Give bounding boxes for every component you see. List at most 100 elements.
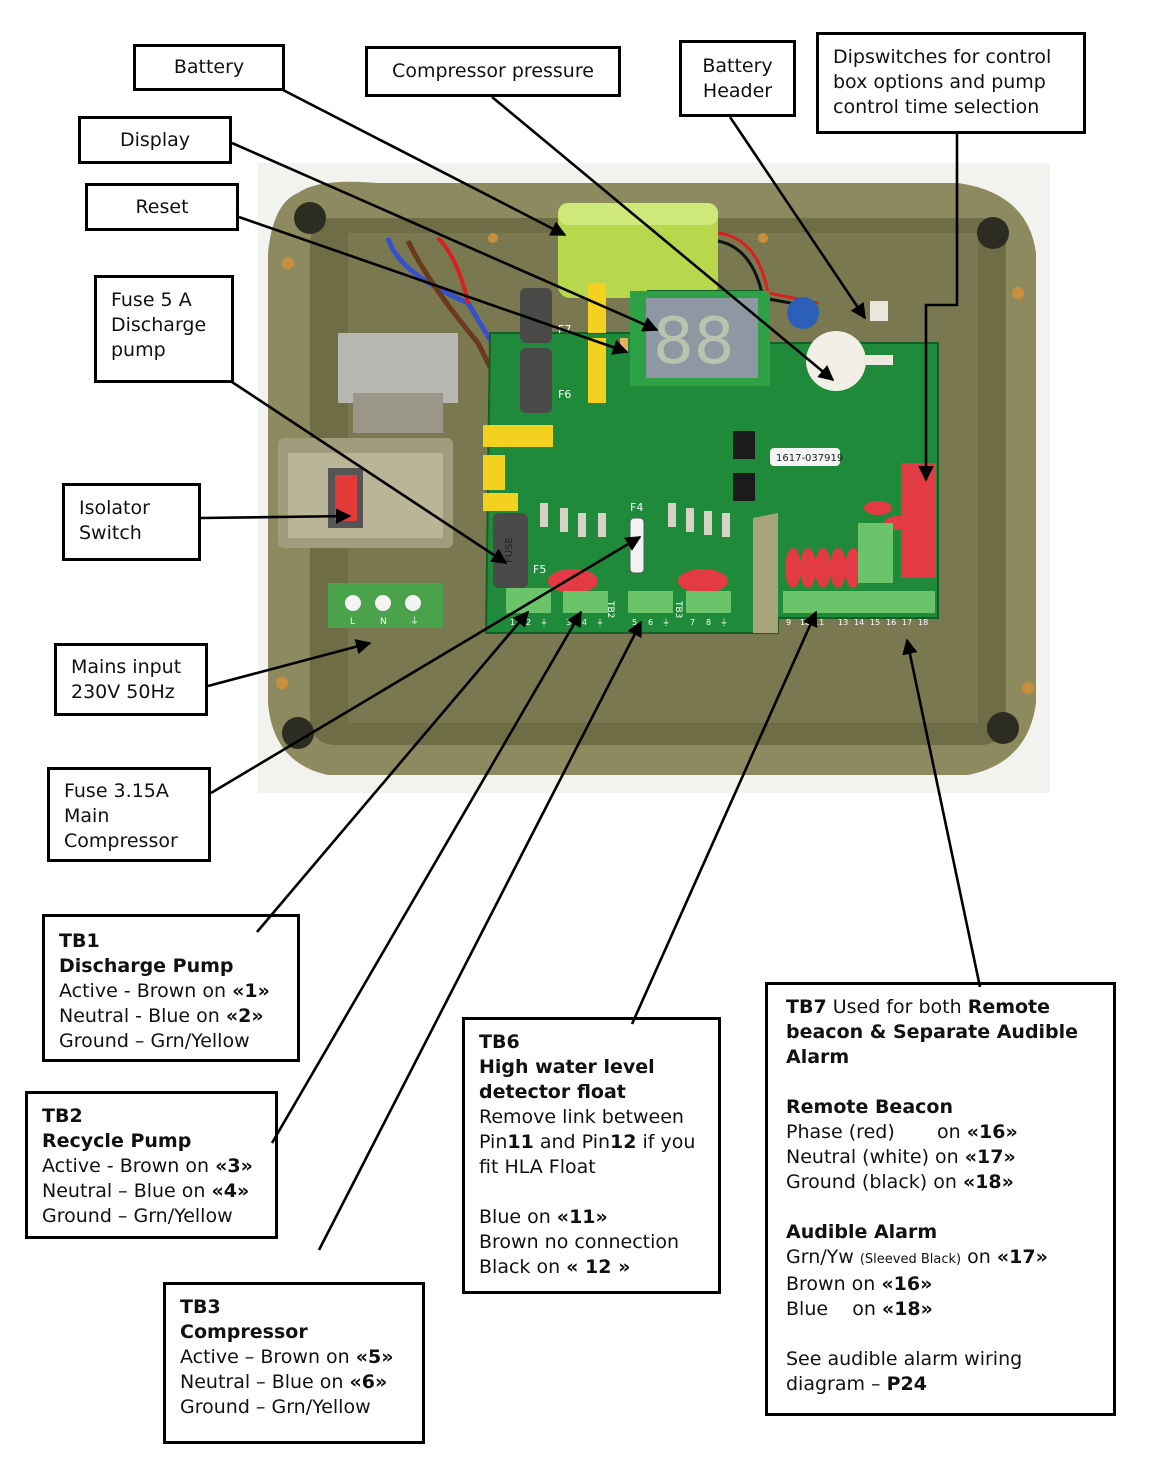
tb6-remove-line-3: fit HLA Float: [479, 1156, 596, 1178]
callout-fuse-315a-line-2: Main: [64, 805, 110, 827]
tb7-terminal-number: 14: [854, 618, 864, 627]
callout-display: Display: [78, 116, 232, 164]
terminal-number: 8: [706, 618, 711, 627]
tb7-terminal-number: 15: [870, 618, 880, 627]
tb6-line-blue: Blue on «11»: [479, 1206, 608, 1228]
tb2-line-ground: Ground – Grn/Yellow: [42, 1205, 233, 1227]
tb3-line-active: Active – Brown on «5»: [180, 1346, 394, 1368]
tb2-id: TB2: [42, 1105, 83, 1127]
display-digits: 88: [653, 305, 734, 379]
pcb-serial-number: 1617-037919: [776, 453, 843, 464]
fuse-f5-word: FUSE: [504, 537, 515, 563]
tb7-page-ref: P24: [886, 1373, 927, 1395]
resistors: [540, 503, 730, 537]
tb1-line-ground: Ground – Grn/Yellow: [59, 1030, 250, 1052]
tb2-pcb-label: TB2: [605, 600, 615, 618]
callout-compressor-pressure: Compressor pressure: [365, 46, 621, 97]
callout-dipswitches-line-2: box options and pump: [833, 71, 1046, 93]
callout-fuse-5a-line-3: pump: [111, 339, 166, 361]
tb7-terminal-number: 9: [786, 618, 791, 627]
callout-isolator-line-2: Switch: [79, 522, 142, 544]
callout-battery: Battery: [133, 44, 285, 91]
callout-battery-header: Battery Header: [679, 40, 796, 117]
terminal-number: 1: [510, 618, 515, 627]
callout-mains-line-1: Mains input: [71, 656, 182, 678]
tb7-see-line-2: diagram – P24: [786, 1373, 927, 1395]
tb1-line-neutral: Neutral - Blue on «2»: [59, 1005, 264, 1027]
callout-fuse-315a-line-3: Compressor: [64, 830, 178, 852]
fuse-f4: [629, 517, 645, 574]
tb7-terminal-number: 18: [918, 618, 928, 627]
tb1-line-active: Active - Brown on «1»: [59, 980, 270, 1002]
callout-battery-header-line-2: Header: [702, 79, 773, 102]
tb7-terminal-number: 13: [838, 618, 848, 627]
terminal-number: 4: [582, 618, 587, 627]
tb7-intro-line-2: beacon & Separate Audible: [786, 1021, 1079, 1043]
tb7-terminal-number: 11: [814, 618, 824, 627]
tb7-audible-alarm-title: Audible Alarm: [786, 1221, 938, 1243]
tb6-line-brown: Brown no connection: [479, 1231, 680, 1253]
terminal-number: ⏚: [662, 618, 670, 627]
callout-battery-header-line-1: Battery: [702, 54, 773, 77]
tb7-beacon-neutral: Neutral (white) on «17»: [786, 1146, 1016, 1168]
tb6-remove-line-2: Pin11 and Pin12 if you: [479, 1131, 696, 1153]
tb7-see-line-1: See audible alarm wiring: [786, 1348, 1023, 1370]
tb3-line-ground: Ground – Grn/Yellow: [180, 1396, 371, 1418]
callout-fuse-5a-line-2: Discharge: [111, 314, 207, 336]
terminal-number: ⏚: [596, 618, 604, 627]
display-module: 88: [630, 291, 770, 386]
callout-isolator-line-1: Isolator: [79, 497, 150, 519]
tb7-alarm-brown: Brown on «16»: [786, 1273, 933, 1295]
fuse-f4-label: F4: [630, 501, 643, 514]
callout-mains-line-2: 230V 50Hz: [71, 681, 175, 703]
tb7-info-box: TB7 Used for both Remote beacon & Separa…: [765, 982, 1116, 1416]
tb7-beacon-phase: Phase (red) on «16»: [786, 1121, 1018, 1143]
callout-isolator-switch: Isolator Switch: [62, 483, 201, 561]
tb3-pcb-label: TB3: [673, 600, 683, 618]
tb2-line-active: Active - Brown on «3»: [42, 1155, 253, 1177]
terminal-number: 2: [526, 618, 531, 627]
tb7-terminal-number: 17: [902, 618, 912, 627]
terminal-number: 7: [690, 618, 695, 627]
tb1-info-box: TB1 Discharge Pump Active - Brown on «1»…: [42, 914, 300, 1062]
callout-fuse-5a: Fuse 5 A Discharge pump: [94, 275, 234, 383]
callout-reset: Reset: [85, 183, 239, 231]
callout-mains-input: Mains input 230V 50Hz: [54, 643, 208, 716]
tb6-title-line-2: detector float: [479, 1081, 626, 1103]
mains-terminal-label-l: L: [350, 617, 355, 627]
tb3-title: Compressor: [180, 1321, 308, 1343]
terminal-number: 3: [566, 618, 571, 627]
callout-battery-label: Battery: [173, 56, 245, 78]
compressor-pressure-sensor: [806, 331, 866, 391]
callout-dipswitches-line-1: Dipswitches for control: [833, 46, 1052, 68]
terminal-number: ⏚: [540, 618, 548, 627]
tb2-info-box: TB2 Recycle Pump Active - Brown on «3» N…: [25, 1091, 278, 1239]
tb7-terminal-number: 10: [800, 618, 810, 627]
tb7-remote-beacon-title: Remote Beacon: [786, 1096, 953, 1118]
tb7-alarm-grn-yw: Grn/Yw (Sleeved Black) on «17»: [786, 1246, 1048, 1268]
fuse-f7-label: F7: [558, 323, 571, 336]
tb1-title: Discharge Pump: [59, 955, 234, 977]
callout-reset-label: Reset: [135, 195, 189, 218]
callout-fuse-315a-line-1: Fuse 3.15A: [64, 780, 169, 802]
transformer: [338, 333, 458, 403]
tb7-intro-line-3: Alarm: [786, 1046, 850, 1068]
tb6-info-box: TB6 High water level detector float Remo…: [462, 1017, 721, 1294]
terminal-number: 6: [648, 618, 653, 627]
tb6-id: TB6: [479, 1031, 520, 1053]
fuse-f6-label: F6: [558, 388, 571, 401]
callout-fuse-5a-line-1: Fuse 5 A: [111, 289, 192, 311]
tb3-info-box: TB3 Compressor Active – Brown on «5» Neu…: [163, 1282, 425, 1444]
tb7-beacon-ground: Ground (black) on «18»: [786, 1171, 1014, 1193]
tb6-title-line-1: High water level: [479, 1056, 655, 1078]
fuse-f5-label: F5: [533, 563, 546, 576]
callout-display-label: Display: [119, 128, 191, 151]
reset-button-component: [620, 338, 628, 352]
mains-terminal-label-n: N: [380, 617, 387, 627]
tb2-title: Recycle Pump: [42, 1130, 192, 1152]
tb7-intro-line-1: TB7 Used for both Remote: [786, 996, 1051, 1018]
callout-dipswitches: Dipswitches for control box options and …: [816, 32, 1086, 134]
callout-compressor-pressure-label: Compressor pressure: [392, 60, 594, 82]
tb3-id: TB3: [180, 1296, 221, 1318]
control-box-photo: L N ⏚ F7 F6 F5 FUSE 88 1617-037919: [258, 163, 1050, 793]
